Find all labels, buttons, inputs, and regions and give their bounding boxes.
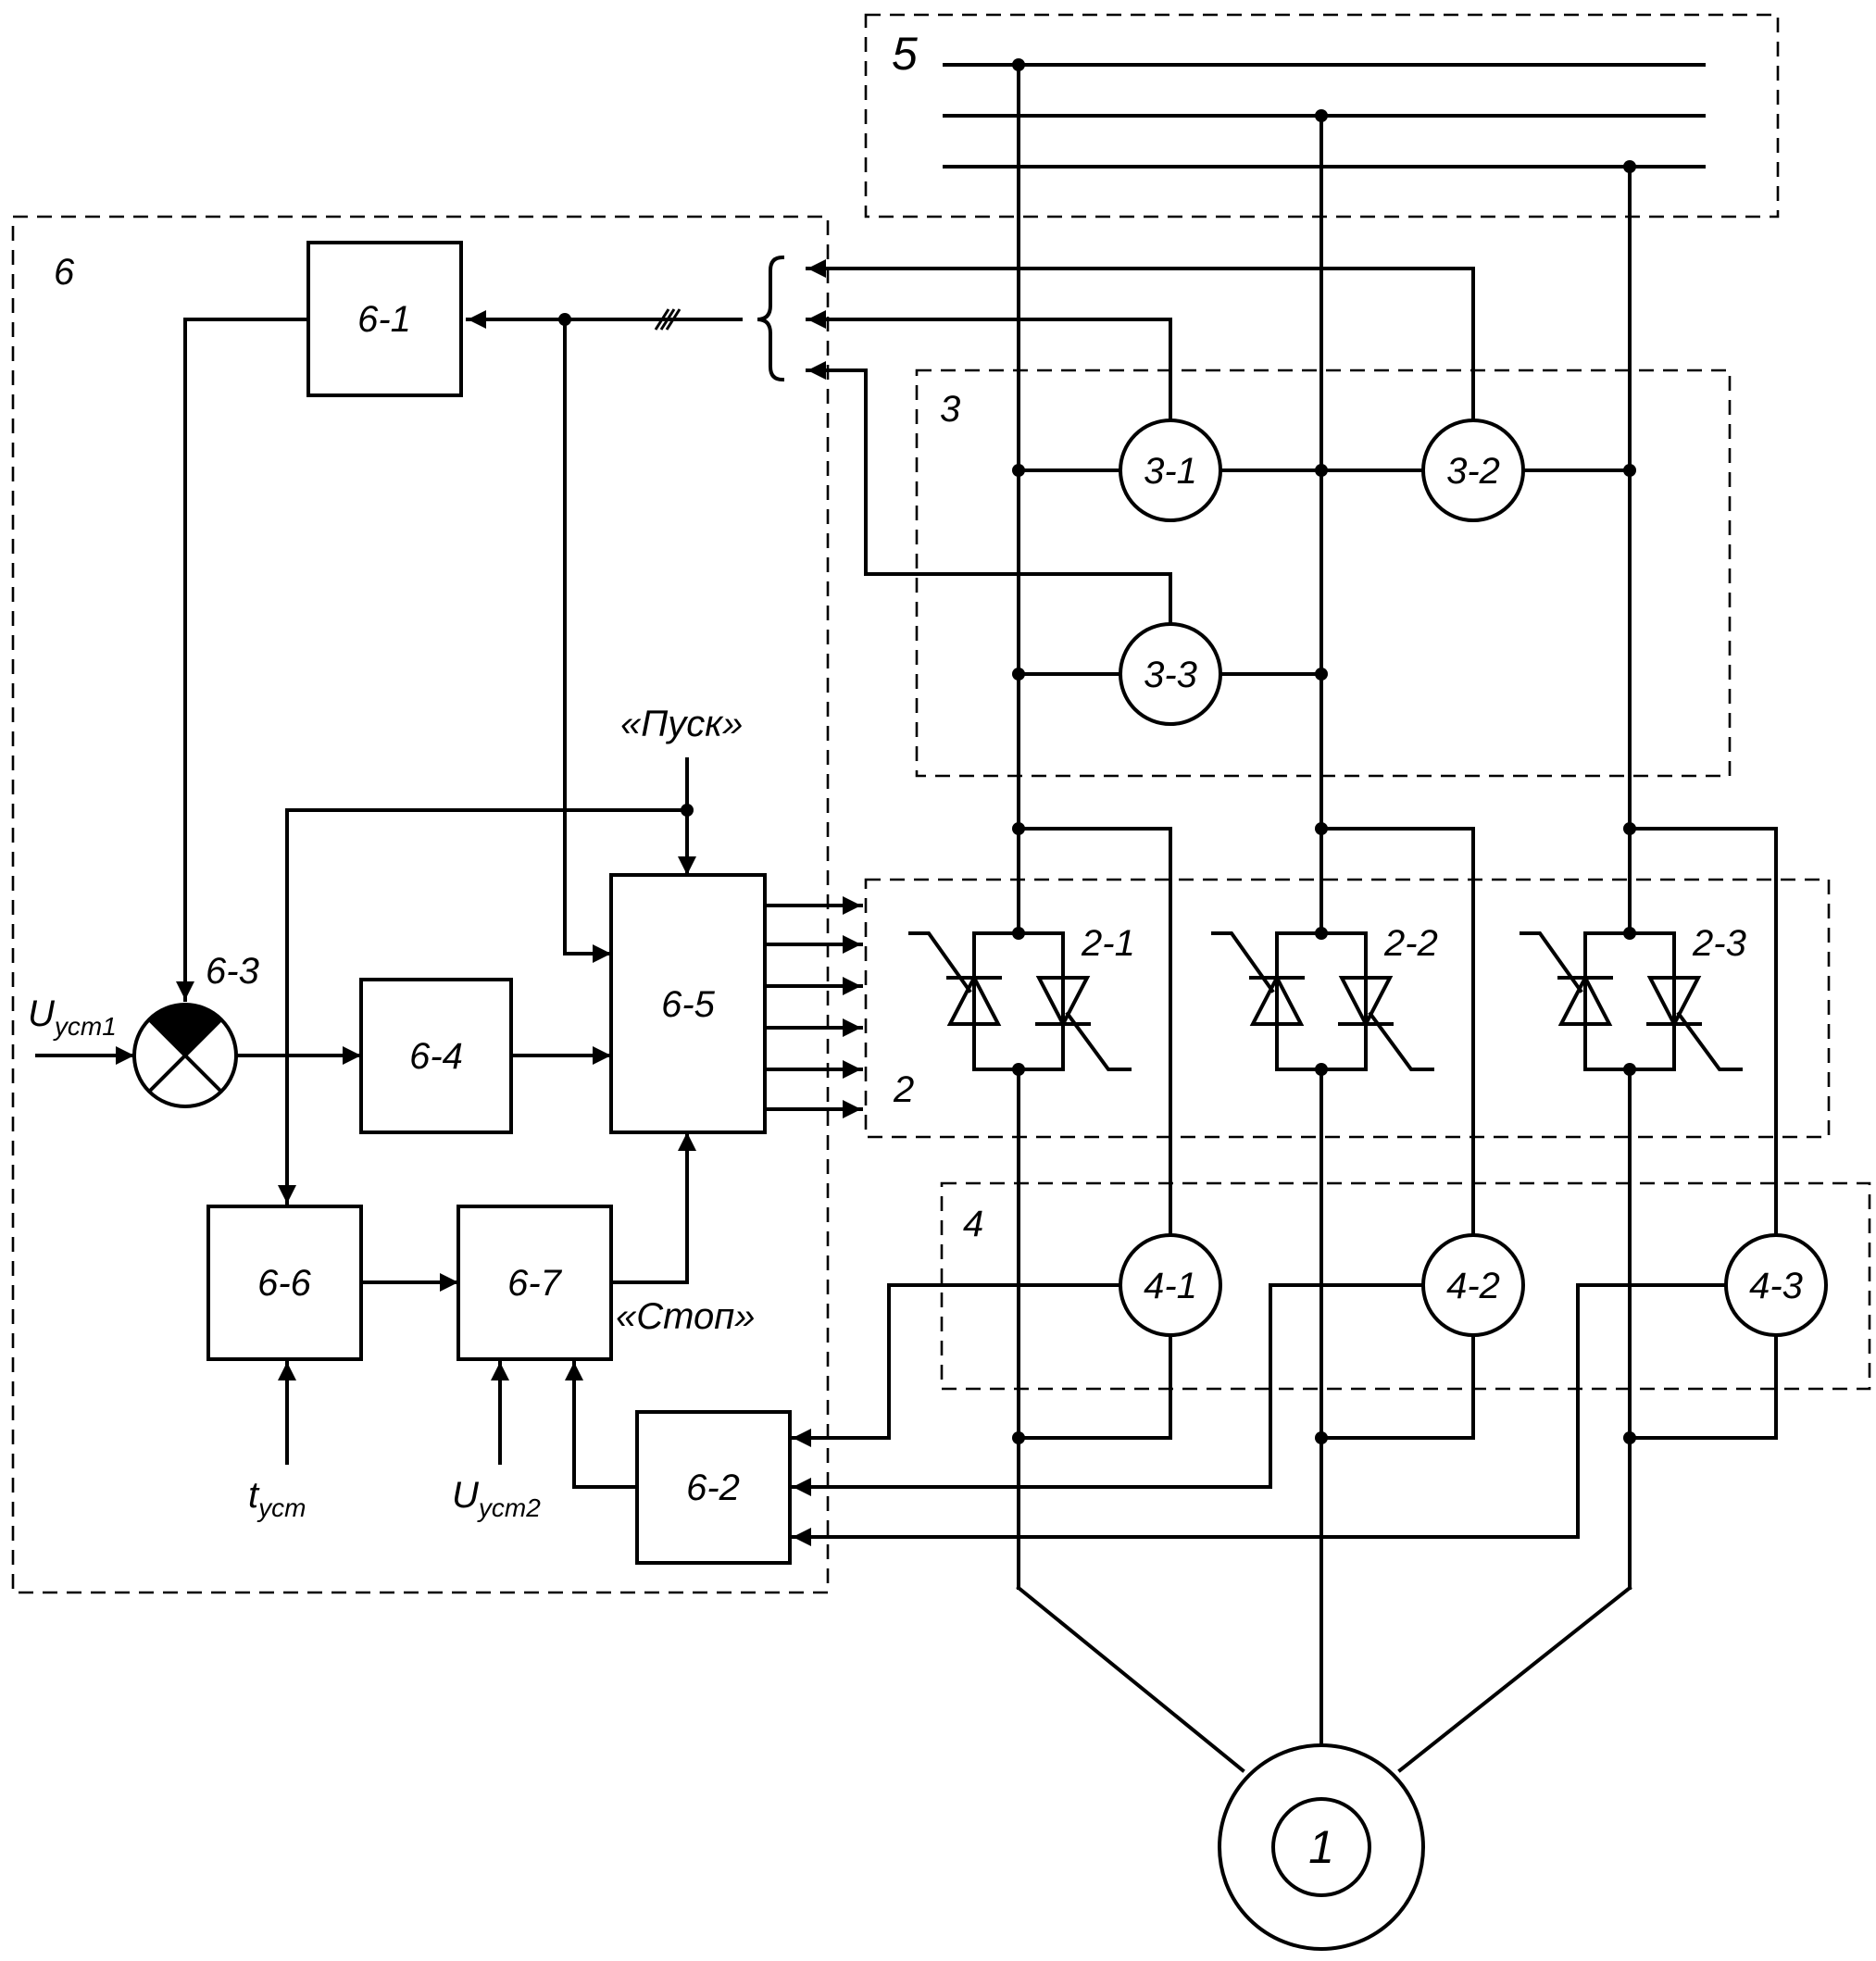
group-6-label: 6 bbox=[54, 252, 75, 293]
u-ust1-label: Uуст1 bbox=[28, 993, 117, 1041]
svg-text:6-2: 6-2 bbox=[686, 1468, 740, 1508]
group-5-label: 5 bbox=[892, 28, 918, 80]
block-6-1: 6-1 bbox=[308, 243, 461, 395]
thyristor-pair-2-2: 2-2 bbox=[1213, 923, 1438, 1069]
svg-text:3-3: 3-3 bbox=[1144, 655, 1197, 695]
motor: 1 bbox=[1219, 1745, 1423, 1949]
junction-feedback bbox=[558, 313, 571, 326]
svg-text:2-2: 2-2 bbox=[1383, 923, 1438, 964]
thyristor-pair-2-3: 2-3 bbox=[1521, 923, 1746, 1069]
group-4-label: 4 bbox=[963, 1204, 983, 1244]
svg-text:6-1: 6-1 bbox=[357, 299, 411, 340]
svg-text:4-3: 4-3 bbox=[1749, 1266, 1803, 1306]
current-signal-lines bbox=[793, 1285, 1726, 1537]
block-6-6: 6-6 bbox=[208, 1206, 361, 1359]
svg-text:6-7: 6-7 bbox=[507, 1263, 563, 1304]
phase-junctions bbox=[1012, 58, 1636, 1444]
svg-text:2-3: 2-3 bbox=[1692, 923, 1746, 964]
svg-text:4-2: 4-2 bbox=[1446, 1266, 1500, 1306]
signal-brace bbox=[757, 257, 782, 380]
block-6-2: 6-2 bbox=[637, 1412, 790, 1563]
svg-text:6-6: 6-6 bbox=[257, 1263, 312, 1304]
u-ust2-label: Uуст2 bbox=[452, 1475, 541, 1522]
group-3-label: 3 bbox=[940, 389, 960, 430]
svg-text:6-4: 6-4 bbox=[409, 1036, 463, 1077]
block-6-5: 6-5 bbox=[611, 875, 765, 1132]
sensor-3-3: 3-3 bbox=[1120, 624, 1220, 724]
svg-text:3-1: 3-1 bbox=[1144, 451, 1197, 492]
group-2-label: 2 bbox=[893, 1069, 914, 1110]
pusk-label: «Пуск» bbox=[620, 704, 743, 744]
t-ust-label: tуст bbox=[248, 1475, 306, 1522]
block-6-4: 6-4 bbox=[361, 980, 511, 1132]
stop-label: «Стоп» bbox=[616, 1296, 756, 1337]
svg-text:4-1: 4-1 bbox=[1144, 1266, 1197, 1306]
sensor-4-2: 4-2 bbox=[1423, 1235, 1523, 1335]
sensor-4-3: 4-3 bbox=[1726, 1235, 1826, 1335]
sensor-3-2: 3-2 bbox=[1423, 420, 1523, 520]
current-sensor-taps bbox=[1019, 829, 1776, 1438]
comparator-label: 6-3 bbox=[206, 951, 259, 992]
comparator-6-3: 6-3 bbox=[134, 951, 259, 1106]
junction-pusk bbox=[681, 804, 694, 817]
svg-text:2-1: 2-1 bbox=[1081, 923, 1135, 964]
thyristor-pair-2-1: 2-1 bbox=[910, 923, 1135, 1069]
svg-text:6-5: 6-5 bbox=[661, 984, 716, 1025]
svg-text:3-2: 3-2 bbox=[1446, 451, 1500, 492]
block-6-7: 6-7 bbox=[458, 1206, 611, 1359]
svg-text:1: 1 bbox=[1308, 1821, 1334, 1873]
sensor-3-1: 3-1 bbox=[1120, 420, 1220, 520]
sensor-4-1: 4-1 bbox=[1120, 1235, 1220, 1335]
